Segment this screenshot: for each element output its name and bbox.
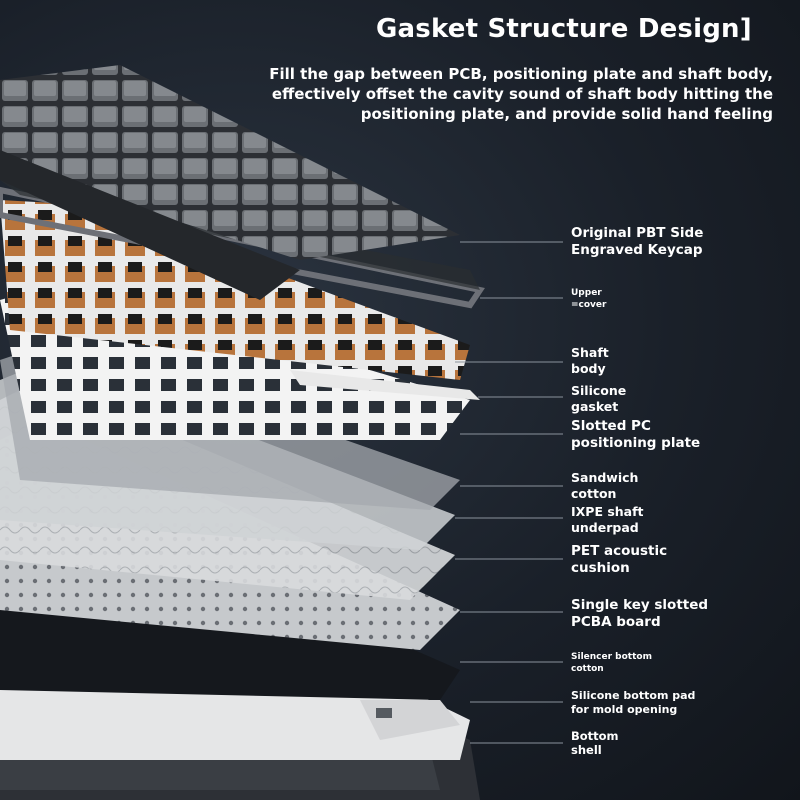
label-silicone-gasket: Silicone gasket (571, 383, 627, 414)
label-sandwich-cotton: Sandwich cotton (571, 470, 639, 501)
silicone-gasket-layer (290, 370, 480, 400)
page-title: Gasket Structure Design] (376, 14, 752, 44)
switch-layer (0, 200, 470, 380)
label-upper-cover: Upper =cover (571, 288, 607, 310)
label-positioning-plate: Slotted PC positioning plate (571, 418, 701, 451)
label-silicone-bottom-pad: Silicone bottom pad for mold opening (571, 689, 696, 716)
label-pcba-board: Single key slotted PCBA board (571, 597, 709, 630)
label-bottom-shell: Bottom shell (571, 729, 619, 757)
label-silencer-cotton: Silencer bottom cotton (571, 652, 652, 674)
label-keycap: Original PBT Side Engraved Keycap (571, 225, 704, 258)
label-ixpe-underpad: IXPE shaft underpad (571, 504, 644, 535)
label-shaft-body: Shaft body (571, 345, 609, 376)
keycap-layer (0, 65, 460, 300)
page-subtitle: Fill the gap between PCB, positioning pl… (269, 65, 773, 123)
label-pet-cushion: PET acoustic cushion (571, 543, 668, 576)
